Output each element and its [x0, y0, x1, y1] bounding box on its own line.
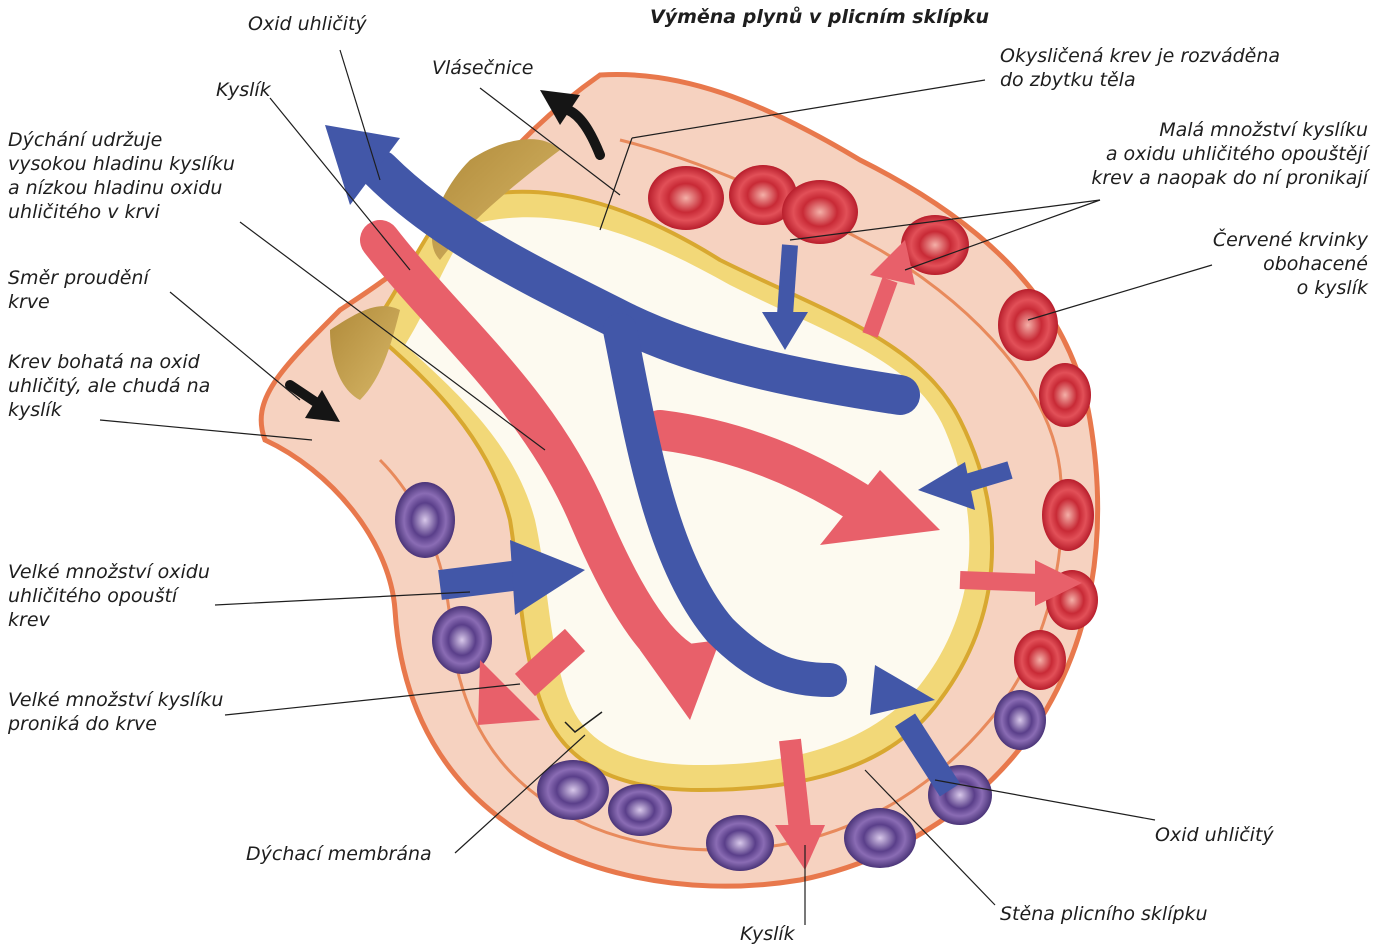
label-oxygen-bottom: Kyslík [740, 922, 795, 946]
label-breathing: Dýchání udržuje vysokou hladinu kyslíku … [8, 128, 235, 224]
label-co2-top: Oxid uhličitý [248, 12, 367, 36]
label-alveolus-wall: Stěna plicního sklípku [1000, 902, 1208, 926]
label-red-cells: Červené krvinky obohacené o kyslík [1213, 228, 1368, 300]
diagram-title: Výměna plynů v plicním sklípku [650, 6, 989, 28]
label-deoxygenated-blood: Krev bohatá na oxid uhličitý, ale chudá … [8, 350, 210, 422]
label-o2-enters: Velké množství kyslíku proniká do krve [8, 688, 223, 736]
label-co2-leaves: Velké množství oxidu uhličitého opouští … [8, 560, 210, 632]
label-oxygen-top: Kyslík [216, 78, 271, 102]
label-small-amounts: Malá množství kyslíku a oxidu uhličitého… [1091, 118, 1368, 190]
label-capillary: Vlásečnice [432, 56, 533, 80]
label-oxygenated-blood: Okysličená krev je rozváděna do zbytku t… [1000, 44, 1280, 92]
label-membrane: Dýchací membrána [246, 842, 432, 866]
label-flow-direction: Směr proudění krve [8, 266, 149, 314]
label-co2-bottom: Oxid uhličitý [1155, 823, 1274, 847]
